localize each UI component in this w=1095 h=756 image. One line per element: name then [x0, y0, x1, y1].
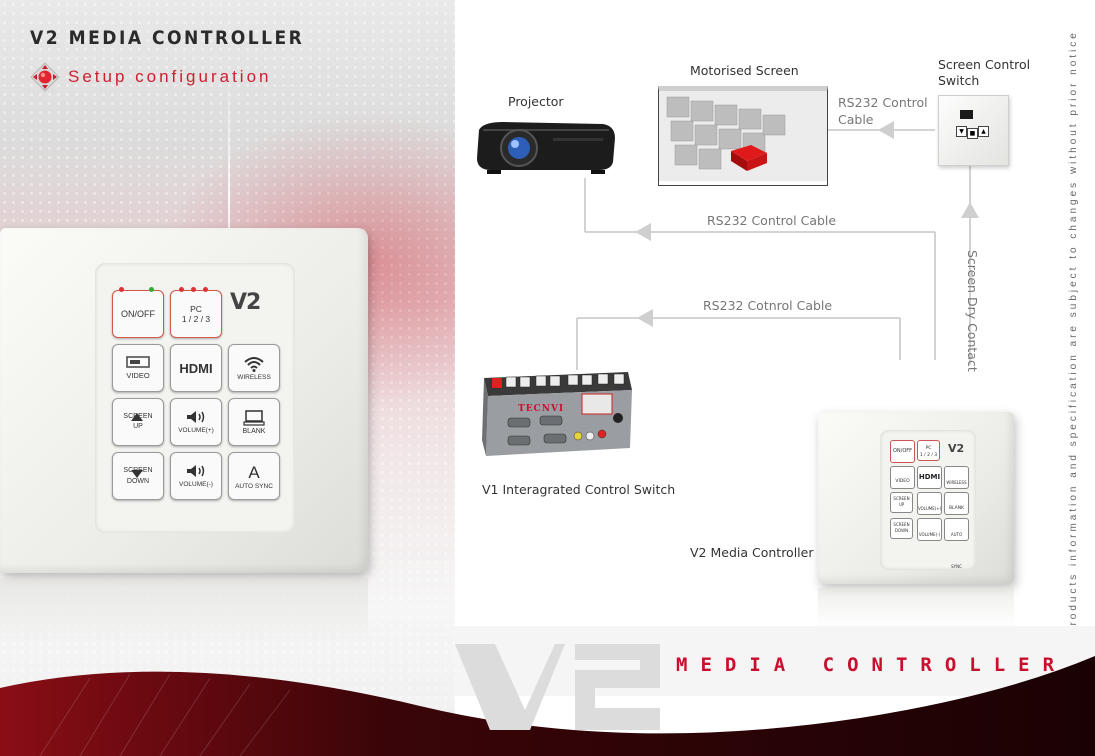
- motorised-screen-label: Motorised Screen: [690, 63, 799, 78]
- key-hdmi: HDMI: [170, 344, 222, 392]
- rs232-top-cable-label: RS232 Control Cable: [838, 95, 928, 127]
- triangle-up-icon: [131, 413, 143, 421]
- key-volume-up: VOLUME(+): [170, 398, 222, 446]
- small-key-on-off: ON/OFF: [890, 440, 915, 463]
- media-controller-brand: MEDIA CONTROLLER: [676, 654, 1068, 676]
- small-device-reflection: [818, 588, 1014, 628]
- small-key-auto-sync: AUTO SYNC: [944, 518, 969, 569]
- disclaimer-text: All products information and specificati…: [1068, 30, 1079, 660]
- projector-icon: [477, 122, 615, 174]
- small-key-blank: BLANK: [944, 492, 969, 515]
- key-screen-up: SCREEN UP: [112, 398, 164, 446]
- letter-a-icon: A: [248, 462, 260, 482]
- motorised-screen-image: [658, 86, 828, 186]
- small-key-video: VIDEO: [890, 466, 915, 489]
- wifi-icon: [244, 356, 264, 372]
- up-arrow-icon: ▲: [978, 126, 989, 137]
- v1-control-switch-image: TECNVI: [478, 370, 634, 462]
- v2-small-keypad: ON/OFF PC 1 / 2 / 3 V2 VIDEO HDMI WIRELE…: [890, 440, 990, 570]
- key-pc: PC 1 / 2 / 3: [170, 287, 222, 338]
- device-reflection: [0, 578, 368, 648]
- key-blank: BLANK: [228, 398, 280, 446]
- key-video: VIDEO: [112, 344, 164, 392]
- small-key-volume-down: VOLUME(-): [917, 518, 942, 541]
- stop-icon: ■: [967, 128, 978, 139]
- screen-control-switch-image: ▼ ■ ▲: [938, 95, 1009, 166]
- v2-media-controller-label: V2 Media Controller: [690, 545, 814, 560]
- small-key-screen-down: SCREEN DOWN: [890, 518, 913, 539]
- down-arrow-icon: ▼: [956, 126, 967, 137]
- cubes-image: [659, 91, 827, 181]
- video-icon: [126, 356, 150, 368]
- v1-control-switch-label: V1 Interagrated Control Switch: [482, 482, 676, 497]
- v2-watermark-logo: [455, 630, 665, 740]
- v1-switch-graphic: [482, 372, 632, 456]
- small-key-hdmi: HDMI: [917, 466, 942, 489]
- monitor-icon: [243, 409, 265, 426]
- key-on-off: ON/OFF: [112, 287, 164, 338]
- small-key-screen-up: SCREEN UP: [890, 492, 913, 513]
- small-key-pc: PC 1 / 2 / 3: [917, 440, 940, 461]
- connection-lines: [576, 121, 979, 370]
- small-v2-logo: V2: [948, 442, 965, 455]
- page-title: V2 MEDIA CONTROLLER: [30, 27, 305, 49]
- key-auto-sync: A AUTO SYNC: [228, 452, 280, 500]
- setup-configuration-label: Setup configuration: [68, 67, 272, 86]
- footer-swoosh: [0, 626, 1095, 756]
- setup-heading: Setup configuration: [30, 62, 272, 92]
- v2-large-logo: V2: [230, 290, 261, 315]
- small-key-volume-up: VOLUME(+): [917, 492, 942, 515]
- projector-label: Projector: [508, 94, 564, 109]
- speaker-icon: [187, 465, 205, 477]
- key-wireless: WIRELESS: [228, 344, 280, 392]
- small-key-wireless: WIRELESS: [944, 466, 969, 489]
- triangle-down-icon: [131, 470, 143, 478]
- red-diamond-dpad-icon: [30, 62, 60, 92]
- key-volume-down: VOLUME(-): [170, 452, 222, 500]
- v1-brand-text: TECNVI: [518, 404, 565, 414]
- v2-watermark-graphic: [455, 644, 660, 730]
- screen-control-switch-label: Screen Control Switch: [938, 57, 1031, 88]
- rs232-lower-cable-label: RS232 Cotnrol Cable: [703, 298, 833, 313]
- light-beam: [228, 70, 230, 330]
- rs232-middle-cable-label: RS232 Control Cable: [707, 213, 837, 228]
- screen-dry-contact-label: Screen Dry Contact: [965, 250, 980, 372]
- speaker-icon: [187, 411, 205, 423]
